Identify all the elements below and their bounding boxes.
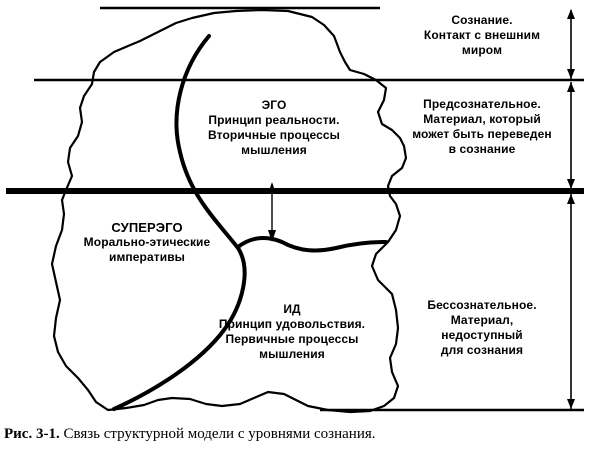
ego-id-boundary [236,236,388,253]
caption-label: Рис. 3-1. [4,426,60,442]
id-title: ИД [283,302,301,316]
conscious-line-2: Контакт с внешним [423,28,541,42]
unconscious-label: Бессознательное. Материал, недоступный д… [402,298,562,358]
ego-arrow [268,182,276,242]
preconscious-line-2: Материал, который [423,112,541,126]
unconscious-title: Бессознательное. [427,298,537,312]
id-label: ИД Принцип удовольствия. Первичные проце… [204,302,380,362]
superego-line-3: императивы [108,250,186,264]
superego-line-2: Морально-этические [83,235,211,249]
conscious-line-3: миром [461,43,503,57]
ego-label: ЭГО Принцип реальности. Вторичные процес… [186,98,362,158]
ego-line-2: Принцип реальности. [208,113,340,127]
id-line-4: мышления [259,347,325,361]
level-arrows [567,9,575,409]
preconscious-line-4: в сознание [448,142,516,156]
figure-caption: Рис. 3-1. Связь структурной модели с уро… [4,426,596,443]
preconscious-line-3: может быть переведен [412,127,552,141]
id-line-3: Первичные процессы [225,332,359,346]
superego-title: СУПЕРЭГО [111,220,183,235]
id-line-2: Принцип удовольствия. [218,317,366,331]
superego-label: СУПЕРЭГО Морально-этические императивы [64,220,230,265]
caption-text: Связь структурной модели с уровнями созн… [59,426,376,442]
conscious-label: Сознание. Контакт с внешним миром [402,13,562,58]
preconscious-title: Предсознательное. [423,97,541,111]
unconscious-line-4: для сознания [440,343,524,357]
unconscious-line-3: недоступный [441,328,523,342]
unconscious-line-2: Материал, [450,313,514,327]
conscious-title: Сознание. [451,13,513,27]
ego-title: ЭГО [261,98,287,112]
ego-line-3: Вторичные процессы [208,128,340,142]
ego-line-4: мышления [241,143,307,157]
personality-outline [50,8,408,414]
preconscious-label: Предсознательное. Материал, который може… [396,97,568,157]
